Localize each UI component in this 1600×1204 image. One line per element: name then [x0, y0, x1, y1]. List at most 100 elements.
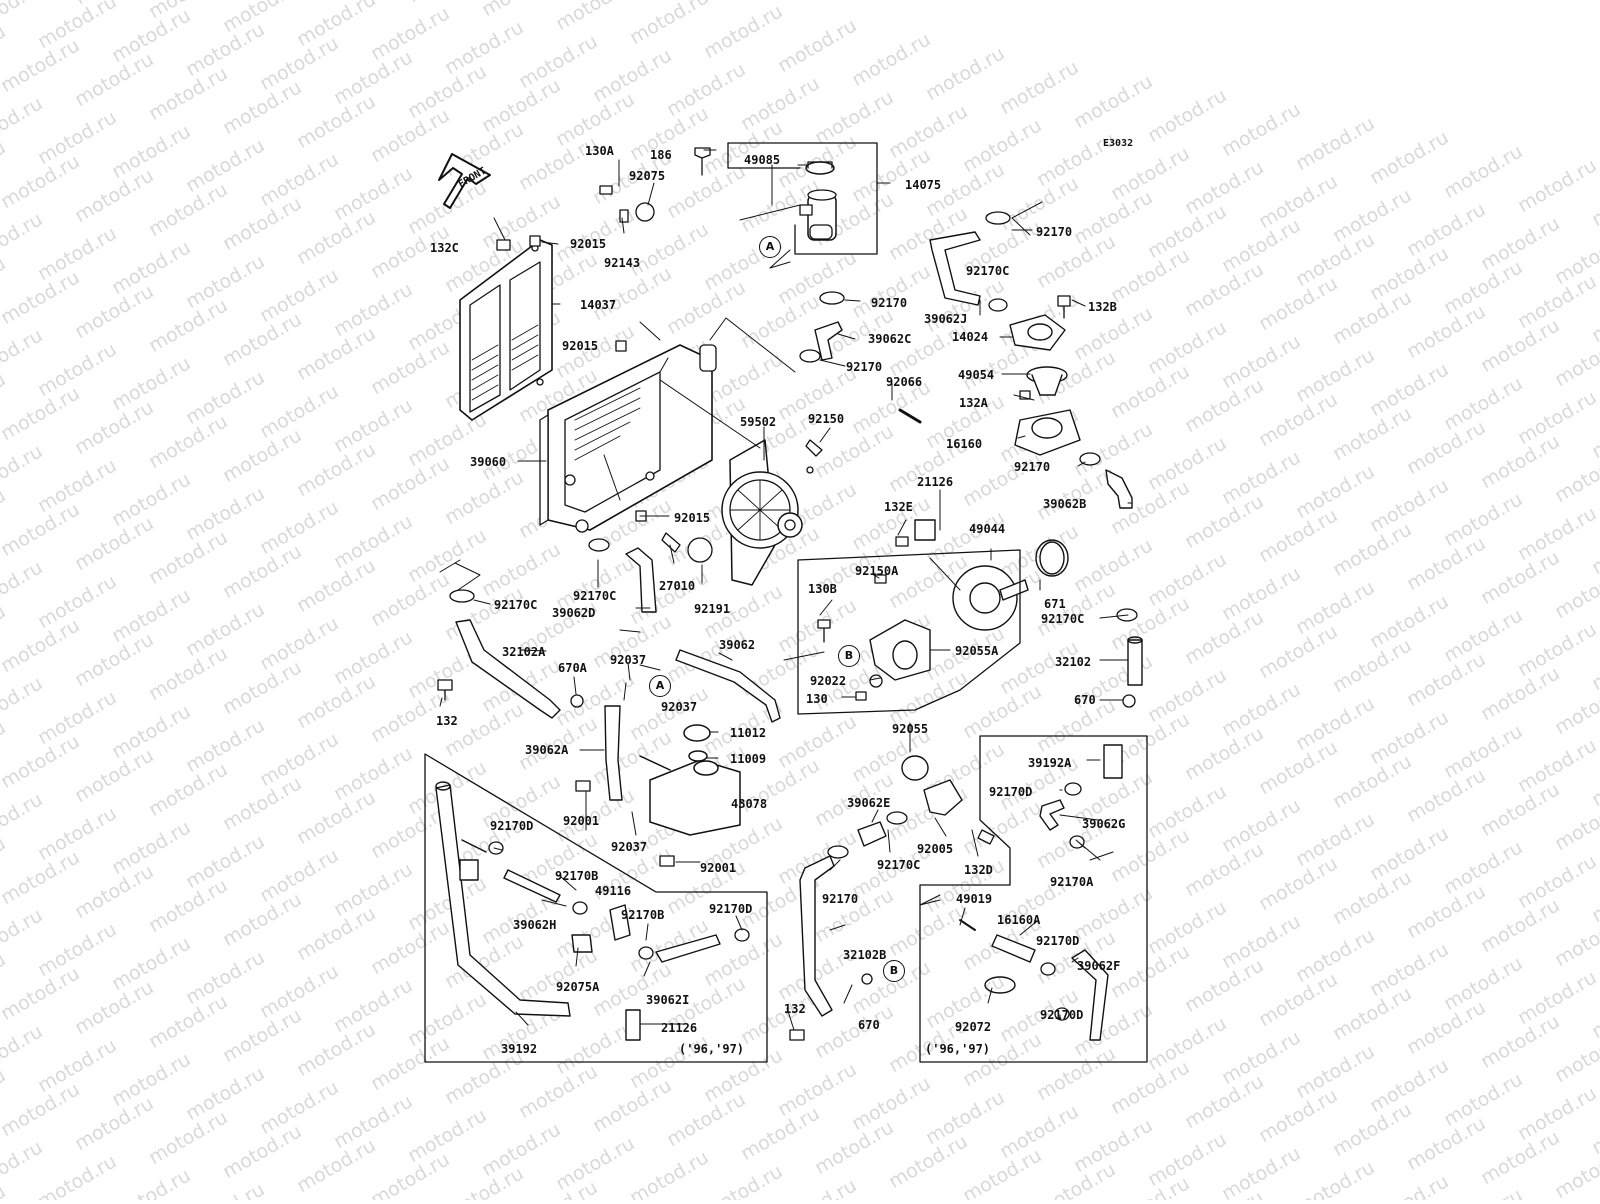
part-number-label: 14024: [952, 330, 989, 344]
part-number-label: 186: [650, 148, 672, 162]
part-number-label: 92170: [822, 892, 859, 906]
part-number-label: 92170C: [966, 264, 1010, 278]
part-number-label: 130A: [585, 144, 614, 158]
part-number-label: 92191: [694, 602, 731, 616]
part-number-label: 92170: [846, 360, 883, 374]
part-number-label: 130B: [808, 582, 837, 596]
part-number-label: 59502: [740, 415, 777, 429]
diagram-code: E3032: [1103, 138, 1134, 149]
part-number-label: 16160A: [997, 913, 1041, 927]
part-number-label: 92170C: [494, 598, 538, 612]
variant-boxes: [424, 142, 1148, 1063]
part-number-label: 49116: [595, 884, 632, 898]
thermostat-housing-part: [1009, 314, 1081, 456]
part-number-label: 92005: [917, 842, 954, 856]
part-number-label: 92170D: [1036, 934, 1080, 948]
part-number-label: 92170D: [709, 902, 753, 916]
part-number-label: 92150A: [855, 564, 899, 578]
part-number-label: 39062J: [924, 312, 968, 326]
part-number-label: 92072: [955, 1020, 992, 1034]
part-number-label: 132: [784, 1002, 806, 1016]
part-number-label: 670A: [558, 661, 587, 675]
part-number-label: 49019: [956, 892, 993, 906]
part-number-label: 92055: [892, 722, 929, 736]
part-number-label: 39062C: [868, 332, 912, 346]
part-number-label: 92037: [661, 700, 698, 714]
part-number-label: 92170D: [490, 819, 534, 833]
water-pump-part: [952, 541, 1065, 631]
part-number-label: 16160: [946, 437, 983, 451]
part-number-label: 39192: [501, 1042, 538, 1056]
part-number-label: 39062A: [525, 743, 569, 757]
part-number-label: 132A: [959, 396, 988, 410]
part-number-label: 49044: [969, 522, 1006, 536]
callout-a: A: [649, 675, 671, 697]
leader-lines: [439, 149, 1133, 1031]
part-number-label: 92037: [611, 840, 648, 854]
part-number-label: 92170B: [621, 908, 665, 922]
radiator-grille-part: [459, 239, 553, 421]
part-number-label: 92170: [871, 296, 908, 310]
part-number-label: 43078: [731, 797, 768, 811]
part-number-label: 92170D: [989, 785, 1033, 799]
part-number-label: 130: [806, 692, 828, 706]
part-number-label: 92170: [1036, 225, 1073, 239]
part-number-label: 92055A: [955, 644, 999, 658]
callout-b: B: [883, 960, 905, 982]
part-number-label: 32102A: [502, 645, 546, 659]
part-number-label: 92022: [810, 674, 847, 688]
part-number-label: 39060: [470, 455, 507, 469]
fan-shroud-part: [721, 439, 814, 586]
hoses: [455, 231, 1143, 1041]
part-number-label: 670: [858, 1018, 880, 1032]
part-number-label: 39192A: [1028, 756, 1072, 770]
variant-year-label: ('96,'97): [679, 1042, 745, 1056]
part-number-label: 92001: [700, 861, 737, 875]
part-number-label: 39062B: [1043, 497, 1087, 511]
radiator-part: [539, 344, 717, 533]
part-number-label: 32102B: [843, 948, 887, 962]
part-number-label: 39062G: [1082, 817, 1126, 831]
part-number-label: 92037: [610, 653, 647, 667]
part-number-label: 92170C: [1041, 612, 1085, 626]
reservoir-tank-part: [639, 724, 741, 836]
filler-neck-part: [799, 161, 837, 241]
part-number-label: 92015: [674, 511, 711, 525]
part-number-label: 39062F: [1077, 959, 1121, 973]
part-number-label: 92150: [808, 412, 845, 426]
part-number-label: 671: [1044, 597, 1066, 611]
part-number-label: 92075A: [556, 980, 600, 994]
part-number-label: 132D: [964, 863, 993, 877]
part-number-label: 132: [436, 714, 458, 728]
part-number-label: 132B: [1088, 300, 1117, 314]
part-number-label: 92075: [629, 169, 666, 183]
part-number-label: 92015: [570, 237, 607, 251]
part-number-label: 132E: [884, 500, 913, 514]
part-number-label: 14037: [580, 298, 617, 312]
long-pipe-part: [435, 781, 571, 1017]
callout-a: A: [759, 236, 781, 258]
part-number-label: 92066: [886, 375, 923, 389]
part-number-label: 92170: [1014, 460, 1051, 474]
part-number-label: 92015: [562, 339, 599, 353]
front-arrow-icon: [438, 153, 491, 209]
part-number-label: 14075: [905, 178, 942, 192]
variant-year-label: ('96,'97): [925, 1042, 991, 1056]
part-number-label: 92170C: [877, 858, 921, 872]
part-number-label: 21126: [917, 475, 954, 489]
part-number-label: 92001: [563, 814, 600, 828]
callout-b: B: [838, 645, 860, 667]
part-number-label: 92170D: [1040, 1008, 1084, 1022]
part-number-label: 92143: [604, 256, 641, 270]
pump-cover-part: [869, 619, 931, 681]
part-number-label: 92170C: [573, 589, 617, 603]
part-number-label: 21126: [661, 1021, 698, 1035]
part-number-label: 11012: [730, 726, 767, 740]
part-number-label: 132C: [430, 241, 459, 255]
part-number-label: 39062D: [552, 606, 596, 620]
part-number-label: 92170B: [555, 869, 599, 883]
part-number-label: 27010: [659, 579, 696, 593]
part-number-label: 32102: [1055, 655, 1092, 669]
